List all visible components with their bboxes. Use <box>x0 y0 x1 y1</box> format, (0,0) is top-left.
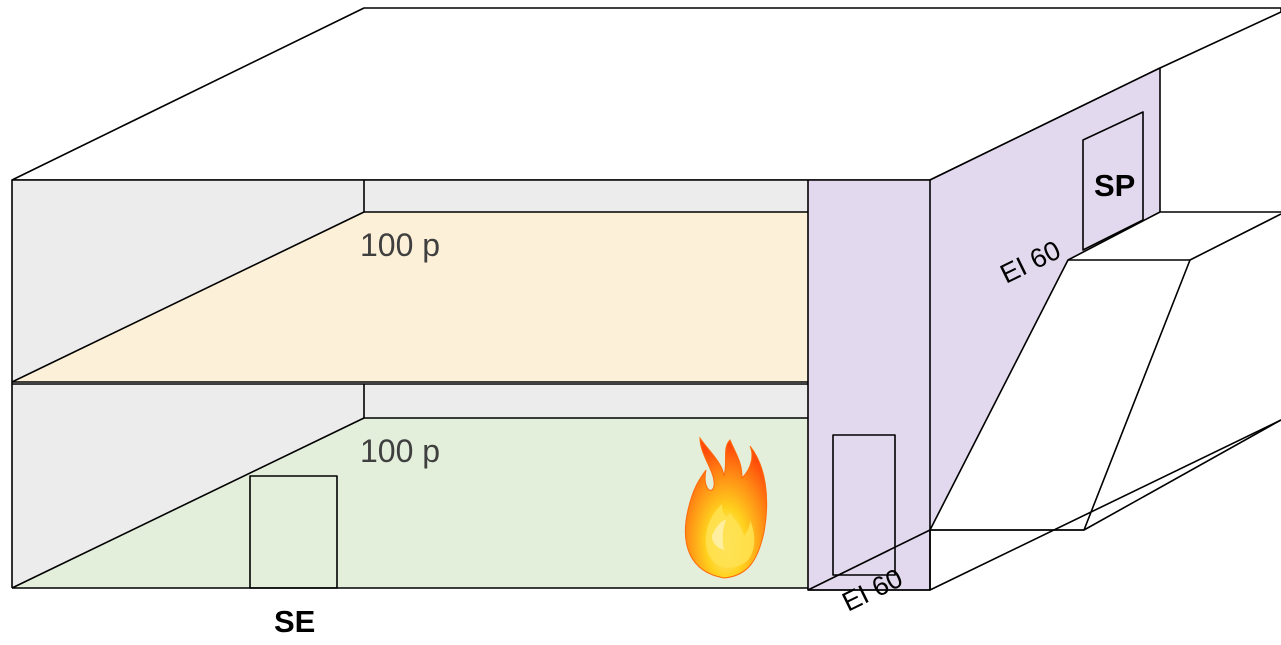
lower-floor-occupancy: 100 p <box>360 433 440 469</box>
door-sp <box>1082 111 1144 251</box>
upper-floor <box>12 212 808 382</box>
lower-floor-diag <box>11 417 365 589</box>
left-side-wall <box>12 180 364 382</box>
fire-icon <box>684 436 768 579</box>
stair-shaft-side <box>930 68 1160 530</box>
ground-diag <box>929 419 1281 591</box>
lower-floor <box>12 418 808 588</box>
door-se <box>249 475 338 589</box>
door-shaft-lower <box>832 434 896 576</box>
exit-code-se: SE <box>274 604 315 639</box>
left-side-wall-lower <box>12 384 364 588</box>
ramp-bottom-right <box>1083 419 1281 531</box>
stair-shaft-front <box>808 180 930 590</box>
ramp-top-right <box>1189 213 1281 261</box>
ramp-top-left <box>1067 211 1161 261</box>
exit-code-sp: SP <box>1094 168 1135 203</box>
shaft-top-diag <box>929 67 1161 181</box>
back-wall-lower <box>364 384 808 418</box>
upper-floor-diag <box>11 211 365 383</box>
upper-floor-occupancy: 100 p <box>360 227 440 263</box>
back-wall-upper <box>364 180 808 212</box>
